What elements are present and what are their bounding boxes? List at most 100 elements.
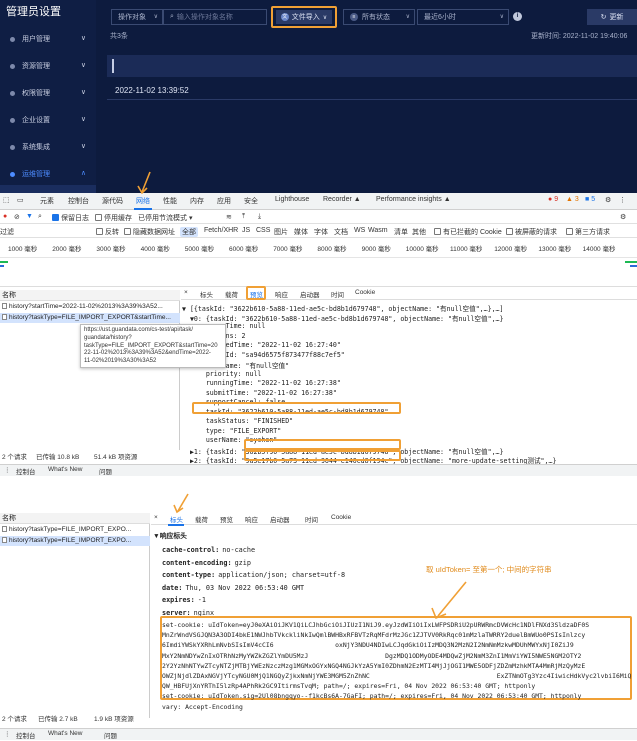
tab-initiator[interactable]: 启动器: [300, 292, 320, 299]
download-icon[interactable]: ⤓: [258, 213, 262, 220]
device-icon[interactable]: ▭: [17, 197, 24, 204]
type-filter-wasm[interactable]: Wasm: [368, 227, 388, 234]
tab-console[interactable]: 控制台: [68, 198, 89, 205]
type-filter-manifest[interactable]: 清单: [394, 229, 408, 236]
tab-sources[interactable]: 源代码: [102, 198, 123, 205]
info-badge[interactable]: ■ 5: [585, 196, 596, 203]
type-filter-js[interactable]: JS: [242, 227, 251, 234]
sidebar-item-permissions[interactable]: 权限管理 ∨: [0, 84, 96, 102]
sidebar-item-ops[interactable]: 运维管理 ∧: [0, 165, 96, 183]
tab-application[interactable]: 应用: [217, 198, 231, 205]
tab-preview[interactable]: 预览: [250, 292, 263, 299]
search-input[interactable]: ⌕ 输入操作对象名称: [163, 9, 267, 25]
type-filter-xhr[interactable]: Fetch/XHR: [204, 227, 239, 234]
tab-preview[interactable]: 预览: [220, 517, 233, 524]
tab-recorder[interactable]: Recorder ▲: [323, 196, 361, 203]
json-line[interactable]: ▼0: {taskId: "3622b610-5a88-11ed-ae5c-bd…: [182, 314, 504, 323]
response-headers-section[interactable]: ▼响应标头: [153, 533, 187, 540]
request-row[interactable]: history?taskType=FILE_IMPORT_EXPO...: [0, 525, 150, 535]
tab-initiator[interactable]: 启动器: [270, 517, 290, 524]
blocked-cookies-checkbox[interactable]: 有已拦截的 Cookie: [434, 227, 502, 237]
record-icon[interactable]: ●: [3, 213, 8, 220]
drawer-tab-issues[interactable]: 问题: [99, 469, 112, 476]
task-row[interactable]: [107, 55, 637, 77]
status-select[interactable]: ≡ 所有状态 ∨: [343, 9, 415, 25]
upload-icon[interactable]: ⤒: [242, 213, 246, 220]
sidebar-item-enterprise[interactable]: 企业设置 ∨: [0, 111, 96, 129]
tab-performance-insights[interactable]: Performance insights ▲: [376, 196, 451, 203]
type-filter-font[interactable]: 字体: [314, 229, 328, 236]
drawer-tab-console[interactable]: 控制台: [16, 469, 36, 476]
tab-payload[interactable]: 载荷: [195, 517, 208, 524]
invert-checkbox[interactable]: 反转: [96, 227, 119, 237]
name-column-header[interactable]: 名称: [0, 513, 150, 524]
sidebar-item-resources[interactable]: 资源管理 ∨: [0, 57, 96, 75]
file-icon: [2, 314, 7, 320]
json-line[interactable]: ▶2: {taskId: "9a5e17b0-5a73-11ed-9644-e1…: [182, 457, 557, 465]
more-icon[interactable]: ⋮: [619, 197, 626, 204]
tab-timing[interactable]: 时间: [305, 517, 318, 524]
tab-memory[interactable]: 内存: [190, 198, 204, 205]
refresh-button[interactable]: ↻ 更新: [587, 9, 637, 25]
gear-icon[interactable]: ⚙: [620, 214, 627, 221]
drawer-tab-console[interactable]: 控制台: [16, 733, 36, 740]
more-icon[interactable]: ⋮: [4, 731, 11, 738]
sidebar-item-integration[interactable]: 系统集成 ∨: [0, 138, 96, 156]
close-icon[interactable]: ×: [184, 289, 188, 296]
type-filter-doc[interactable]: 文档: [334, 229, 348, 236]
clear-icon[interactable]: ⊘: [14, 214, 20, 221]
tab-timing[interactable]: 时间: [331, 292, 344, 299]
request-row[interactable]: history?startTime=2022-11-02%2013%3A39%3…: [0, 302, 180, 312]
time-range-select[interactable]: 最近6小时 ∨: [417, 9, 509, 25]
tab-response[interactable]: 响应: [275, 292, 288, 299]
file-icon: 文: [280, 13, 289, 21]
preserve-log-checkbox[interactable]: 保留日志: [52, 213, 89, 223]
warning-badge[interactable]: ▲ 3: [566, 196, 579, 203]
search-icon[interactable]: ⌕: [38, 213, 42, 220]
tab-response[interactable]: 响应: [245, 517, 258, 524]
disable-cache-checkbox[interactable]: 停用缓存: [95, 213, 132, 223]
tab-headers[interactable]: 标头: [170, 517, 183, 524]
type-filter-ws[interactable]: WS: [354, 227, 366, 234]
tab-cookie[interactable]: Cookie: [331, 514, 352, 521]
json-line[interactable]: ▼ [{taskId: "3622b610-5a88-11ed-ae5c-bd8…: [182, 305, 504, 313]
filter-icon[interactable]: ▼: [26, 213, 33, 220]
tab-lighthouse[interactable]: Lighthouse: [275, 196, 310, 203]
tab-headers[interactable]: 标头: [200, 292, 213, 299]
sidebar-item-users[interactable]: 用户管理 ∨: [0, 30, 96, 48]
gear-icon[interactable]: ⚙: [605, 197, 612, 204]
tab-security[interactable]: 安全: [244, 198, 258, 205]
type-filter-media[interactable]: 媒体: [294, 229, 308, 236]
type-filter-all[interactable]: 全部: [180, 227, 198, 237]
wifi-icon[interactable]: ≋: [226, 214, 232, 221]
tab-network[interactable]: 网络: [136, 198, 150, 205]
more-icon[interactable]: ⋮: [4, 467, 11, 474]
throttle-select[interactable]: 已停用节流模式 ▾: [138, 215, 193, 222]
info-icon[interactable]: i: [513, 12, 522, 21]
request-row[interactable]: history?taskType=FILE_IMPORT_EXPO...: [0, 536, 150, 546]
name-column-header[interactable]: 名称: [0, 290, 180, 301]
update-time: 更新时间: 2022-11-02 19:40:06: [531, 33, 628, 40]
drawer-tab-whats-new[interactable]: What's New: [48, 466, 83, 473]
inspect-icon[interactable]: ⬚: [3, 197, 10, 204]
close-icon[interactable]: ×: [154, 514, 158, 521]
drawer-tab-whats-new[interactable]: What's New: [48, 730, 83, 737]
drawer-tab-issues[interactable]: 问题: [104, 733, 117, 740]
type-filter-other[interactable]: 其他: [412, 229, 426, 236]
request-row[interactable]: history?taskType=FILE_IMPORT_EXPORT&star…: [0, 313, 180, 323]
sidebar-subitem[interactable]: [0, 185, 96, 193]
blocked-requests-checkbox[interactable]: 被屏蔽的请求: [506, 227, 557, 237]
error-badge[interactable]: ● 9: [548, 196, 559, 203]
type-filter-css[interactable]: CSS: [256, 227, 271, 234]
third-party-checkbox[interactable]: 第三方请求: [566, 227, 610, 237]
type-filter-img[interactable]: 图片: [274, 229, 288, 236]
operation-object-select[interactable]: 操作对象 ∨: [111, 9, 163, 25]
hide-data-url-checkbox[interactable]: 隐藏数据网址: [124, 227, 175, 237]
tab-elements[interactable]: 元素: [40, 198, 54, 205]
tab-performance[interactable]: 性能: [163, 198, 177, 205]
request-name: history?startTime=2022-11-02%2013%3A39%3…: [9, 303, 163, 310]
file-import-button[interactable]: 文 文件导入 ∨: [271, 6, 337, 28]
tab-payload[interactable]: 载荷: [225, 292, 238, 299]
tab-cookie[interactable]: Cookie: [355, 289, 376, 296]
warning-count: 3: [574, 196, 579, 203]
